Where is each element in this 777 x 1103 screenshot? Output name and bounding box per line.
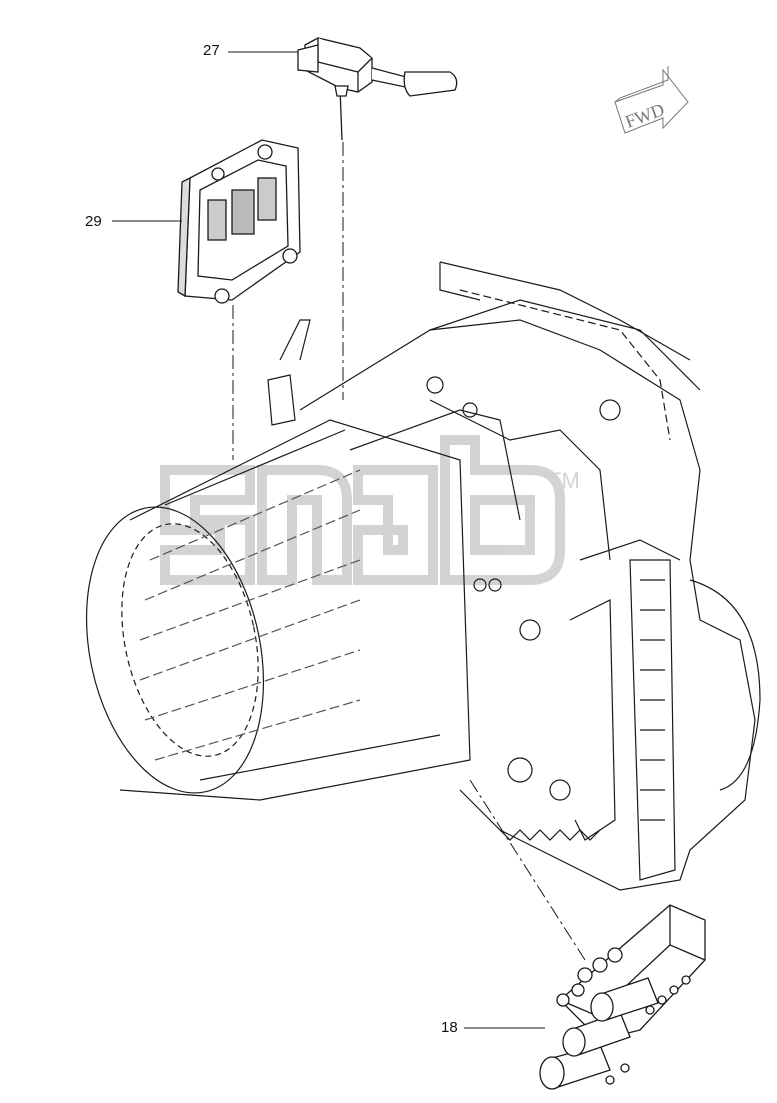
- part-29-control-module: [177, 139, 301, 304]
- callout-29: 29: [85, 213, 102, 230]
- fwd-arrow-icon: FWD: [614, 66, 689, 134]
- leader-lines: [112, 51, 586, 1029]
- callout-18: 18: [441, 1019, 458, 1036]
- part-18-valve-block: [539, 904, 706, 1090]
- fwd-label: FWD: [623, 99, 667, 131]
- part-27-lever-switch: [297, 37, 458, 141]
- watermark-trademark: TM: [548, 468, 580, 493]
- assembly-line-18: [469, 779, 586, 961]
- transmission-housing: [85, 261, 761, 891]
- callout-27: 27: [203, 42, 220, 59]
